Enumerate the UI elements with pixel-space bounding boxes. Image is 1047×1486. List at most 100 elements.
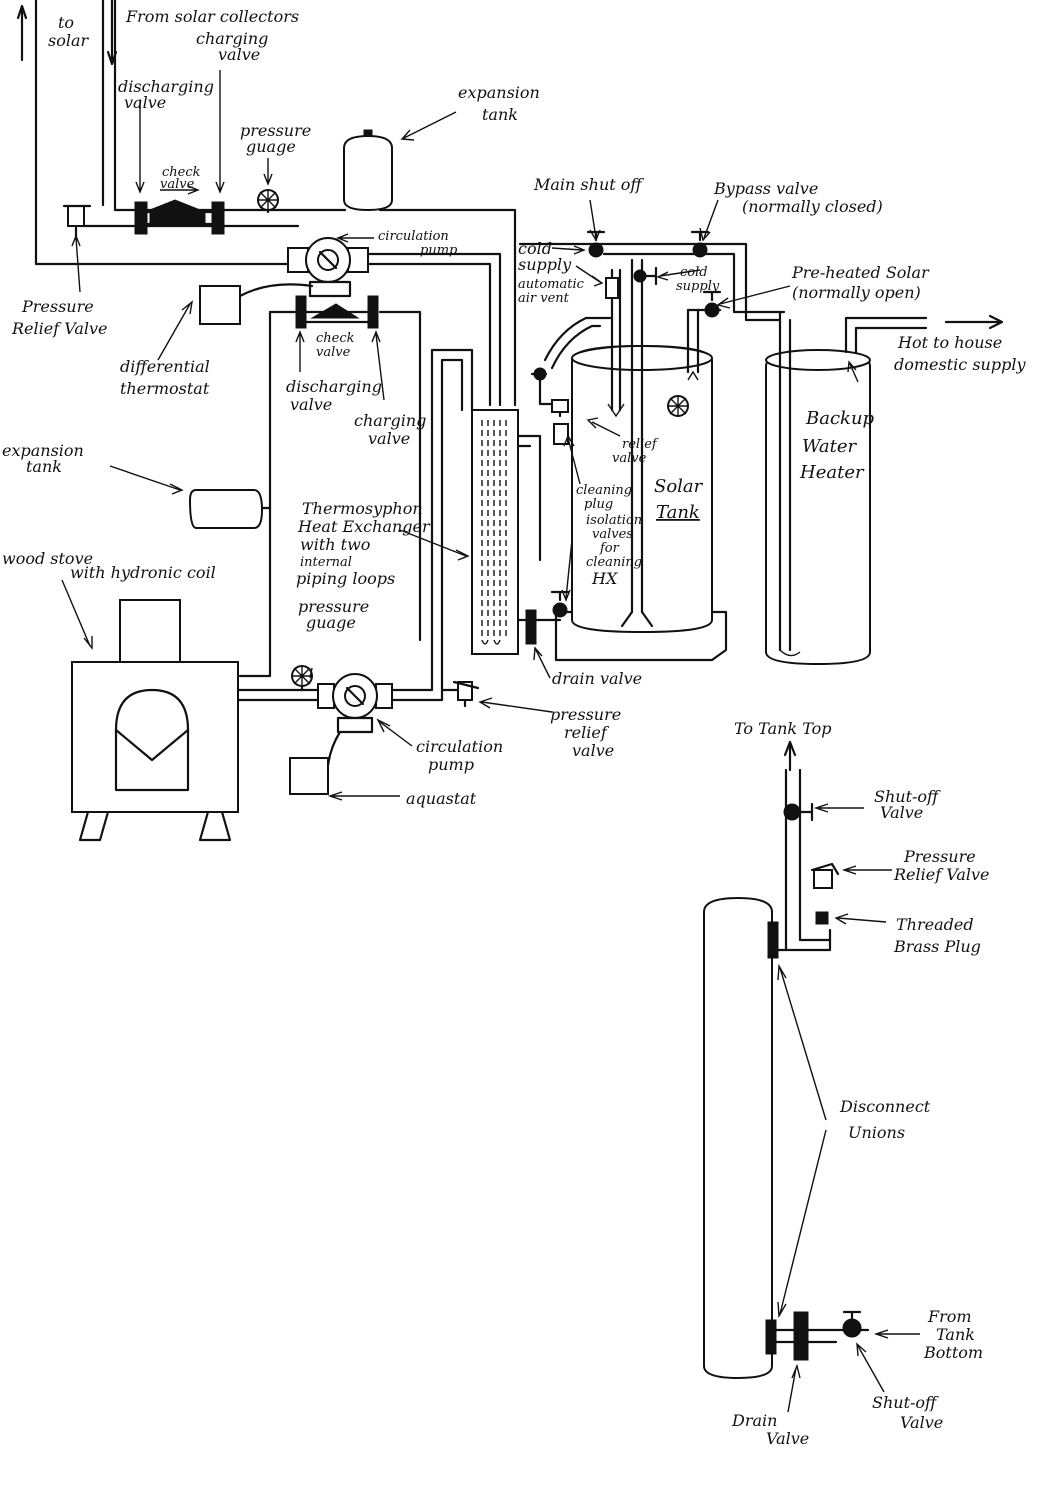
label-circulation-pump-low-2: pump <box>428 755 474 774</box>
label-pressure-relief-low-2: relief <box>564 723 610 742</box>
solar-tank <box>554 268 728 662</box>
label-bypass-2: (normally closed) <box>742 197 883 216</box>
charging-valve-mid-body <box>367 295 379 329</box>
label-pressure-relief-top-1: Pressure <box>21 297 94 316</box>
label-hot-to-house-1: Hot to house <box>897 333 1002 352</box>
label-pressure-gauge-low-2: guage <box>306 613 356 632</box>
pressure-relief-valve-low-icon <box>452 680 480 708</box>
label-expansion-left-2: tank <box>26 457 62 476</box>
label-cold-supply-left-2: supply <box>518 255 572 274</box>
labels: to solar From solar collectors charging … <box>2 7 1026 1448</box>
stove-body <box>71 661 239 813</box>
label-isolation-2: valves <box>592 527 633 542</box>
label-pressure-gauge-top-2: guage <box>246 137 296 156</box>
label-drain-detail-1: Drain <box>731 1411 777 1430</box>
pressure-gauge-low-icon <box>291 665 313 692</box>
label-pre-heated-1: Pre-heated Solar <box>791 263 930 282</box>
label-expansion-tank-top-2: tank <box>482 105 518 124</box>
label-cleaning-plug-2: plug <box>584 497 613 512</box>
label-from-tank-bottom-2: Tank <box>936 1325 975 1344</box>
expansion-tank-left-icon <box>188 489 272 529</box>
tank-detail <box>703 740 870 1380</box>
label-relief-valve-2: valve <box>612 451 647 466</box>
label-circulation-pump-low-1: circulation <box>416 737 503 756</box>
label-circulation-pump-top-2: pump <box>420 243 458 258</box>
label-pressure-gauge-top-1: pressure <box>240 121 311 140</box>
stove-door <box>114 688 190 792</box>
label-discharging-valve-top-2: valve <box>124 93 166 112</box>
mid-valve-group <box>238 295 422 678</box>
label-backup-3: Heater <box>799 462 865 483</box>
label-pressure-relief-low-1: pressure <box>550 705 621 724</box>
label-pressure-gauge-low-1: pressure <box>298 597 369 616</box>
label-to-tank-top: To Tank Top <box>734 719 832 738</box>
label-pressure-relief-top-2: Relief Valve <box>11 319 107 338</box>
label-solar-tank-1: Solar <box>654 476 704 497</box>
isolation-valves <box>525 316 612 645</box>
wood-stove <box>71 599 239 842</box>
label-threaded-2: Brass Plug <box>893 937 981 956</box>
thermosyphon-heat-exchanger <box>471 409 562 655</box>
label-discharging-mid-1: discharging <box>286 377 382 396</box>
union-bottom-body <box>765 1319 777 1355</box>
label-check-valve-mid-2: valve <box>316 345 351 360</box>
label-expansion-tank-top-1: expansion <box>458 83 540 102</box>
label-thermosyphon-5: piping loops <box>296 569 395 588</box>
svg-text:solar: solar <box>48 31 90 50</box>
charging-valve-top-body <box>211 201 225 235</box>
aquastat-box <box>289 757 329 795</box>
label-shut-off-bottom-1: Shut-off <box>872 1393 939 1412</box>
label-hot-to-house-2: domestic supply <box>894 355 1026 374</box>
label-isolation-4: cleaning <box>586 555 642 570</box>
cold-supply-lines <box>518 230 786 322</box>
label-discharging-valve-top-1: discharging <box>118 77 214 96</box>
label-from-tank-bottom-1: From <box>927 1307 972 1326</box>
label-backup-2: Water <box>802 436 858 457</box>
label-differential-2: thermostat <box>120 379 210 398</box>
label-cold-supply-right-2: supply <box>676 279 720 294</box>
svg-text:to: to <box>58 13 74 32</box>
label-wood-stove-2: with hydronic coil <box>70 563 216 582</box>
label-main-shut-off: Main shut off <box>533 175 644 194</box>
label-disconnect-1: Disconnect <box>839 1097 931 1116</box>
pressure-relief-valve-detail-body <box>813 869 833 889</box>
label-check-valve-top-1: check <box>162 165 201 180</box>
leader-arrows <box>61 70 920 1413</box>
label-charging-valve-top-2: valve <box>218 45 260 64</box>
label-thermosyphon-1: Thermosyphon <box>302 499 423 518</box>
drain-valve-mid-body <box>525 609 537 645</box>
threaded-brass-plug-body <box>815 911 829 925</box>
label-circulation-pump-top-1: circulation <box>378 229 449 244</box>
label-isolation-3: for <box>599 541 620 556</box>
label-cleaning-plug-1: cleaning <box>576 483 632 498</box>
label-aquastat: aquastat <box>406 789 477 808</box>
label-to-solar-1: to <box>58 13 74 32</box>
pressure-gauge-top-icon <box>257 189 279 214</box>
label-from-tank-bottom-3: Bottom <box>923 1343 983 1362</box>
circulation-pump-top-icon <box>287 237 369 298</box>
label-shut-off-bottom-2: Valve <box>900 1413 943 1432</box>
label-wood-stove-1: wood stove <box>2 549 93 568</box>
stove-flue <box>119 599 181 663</box>
label-from-solar-collectors: From solar collectors <box>125 7 299 26</box>
discharging-valve-mid-body <box>295 295 307 329</box>
differential-thermostat-box <box>199 283 314 325</box>
label-bypass-1: Bypass valve <box>713 179 818 198</box>
label-check-valve-top-2: valve <box>160 177 195 192</box>
label-expansion-left-1: expansion <box>2 441 84 460</box>
top-valve-group <box>134 199 225 235</box>
label-charging-valve-top-1: charging <box>196 29 268 48</box>
label-isolation-5: HX <box>591 569 618 588</box>
expansion-tank-top-icon <box>343 129 393 212</box>
stove-loop-pipes <box>236 348 474 702</box>
automatic-air-vent-body <box>605 277 619 299</box>
label-thermosyphon-4: internal <box>300 555 352 570</box>
label-charging-mid-1: charging <box>354 411 426 430</box>
label-shut-off-top-2: Valve <box>880 803 923 822</box>
label-air-vent-1: automatic <box>518 277 585 292</box>
label-pressure-relief-detail-1: Pressure <box>903 847 976 866</box>
label-backup-1: Backup <box>805 408 875 429</box>
label-charging-mid-2: valve <box>368 429 410 448</box>
label-relief-valve-1: relief <box>622 437 659 452</box>
label-check-valve-mid-1: check <box>316 331 355 346</box>
